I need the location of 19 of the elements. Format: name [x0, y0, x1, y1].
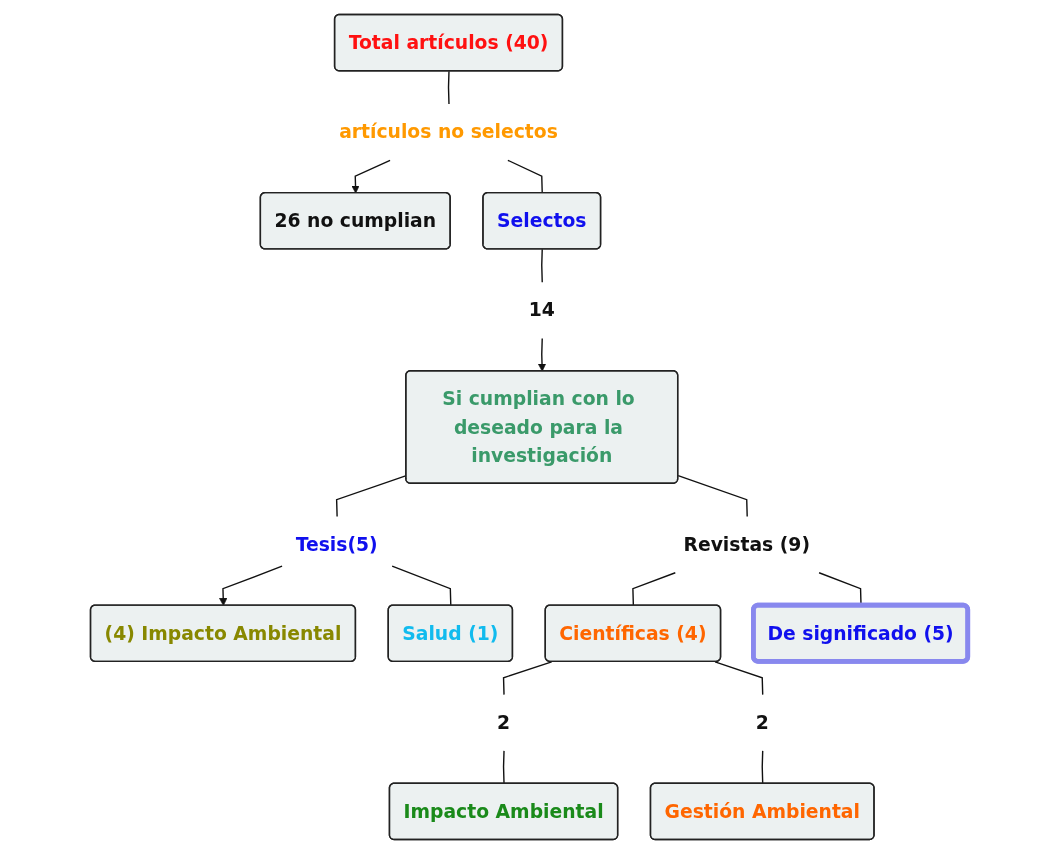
node-text: artículos no selectos	[339, 120, 559, 143]
connector	[503, 750, 506, 785]
connector	[448, 70, 451, 105]
connector	[761, 750, 764, 785]
connector	[507, 159, 544, 194]
arrow	[538, 337, 547, 372]
connector	[391, 565, 452, 607]
node-text: 2	[756, 711, 770, 734]
node-text: 14	[529, 298, 556, 322]
node-text: 2	[497, 711, 511, 734]
connector	[677, 474, 749, 518]
node-text: Tesis(5)	[296, 532, 378, 556]
connector	[541, 248, 544, 283]
node-text: Revistas (9)	[683, 532, 811, 556]
connector	[714, 661, 764, 696]
arrow	[351, 159, 392, 194]
connector	[632, 572, 677, 607]
arrow	[219, 565, 284, 606]
connector	[503, 661, 553, 696]
